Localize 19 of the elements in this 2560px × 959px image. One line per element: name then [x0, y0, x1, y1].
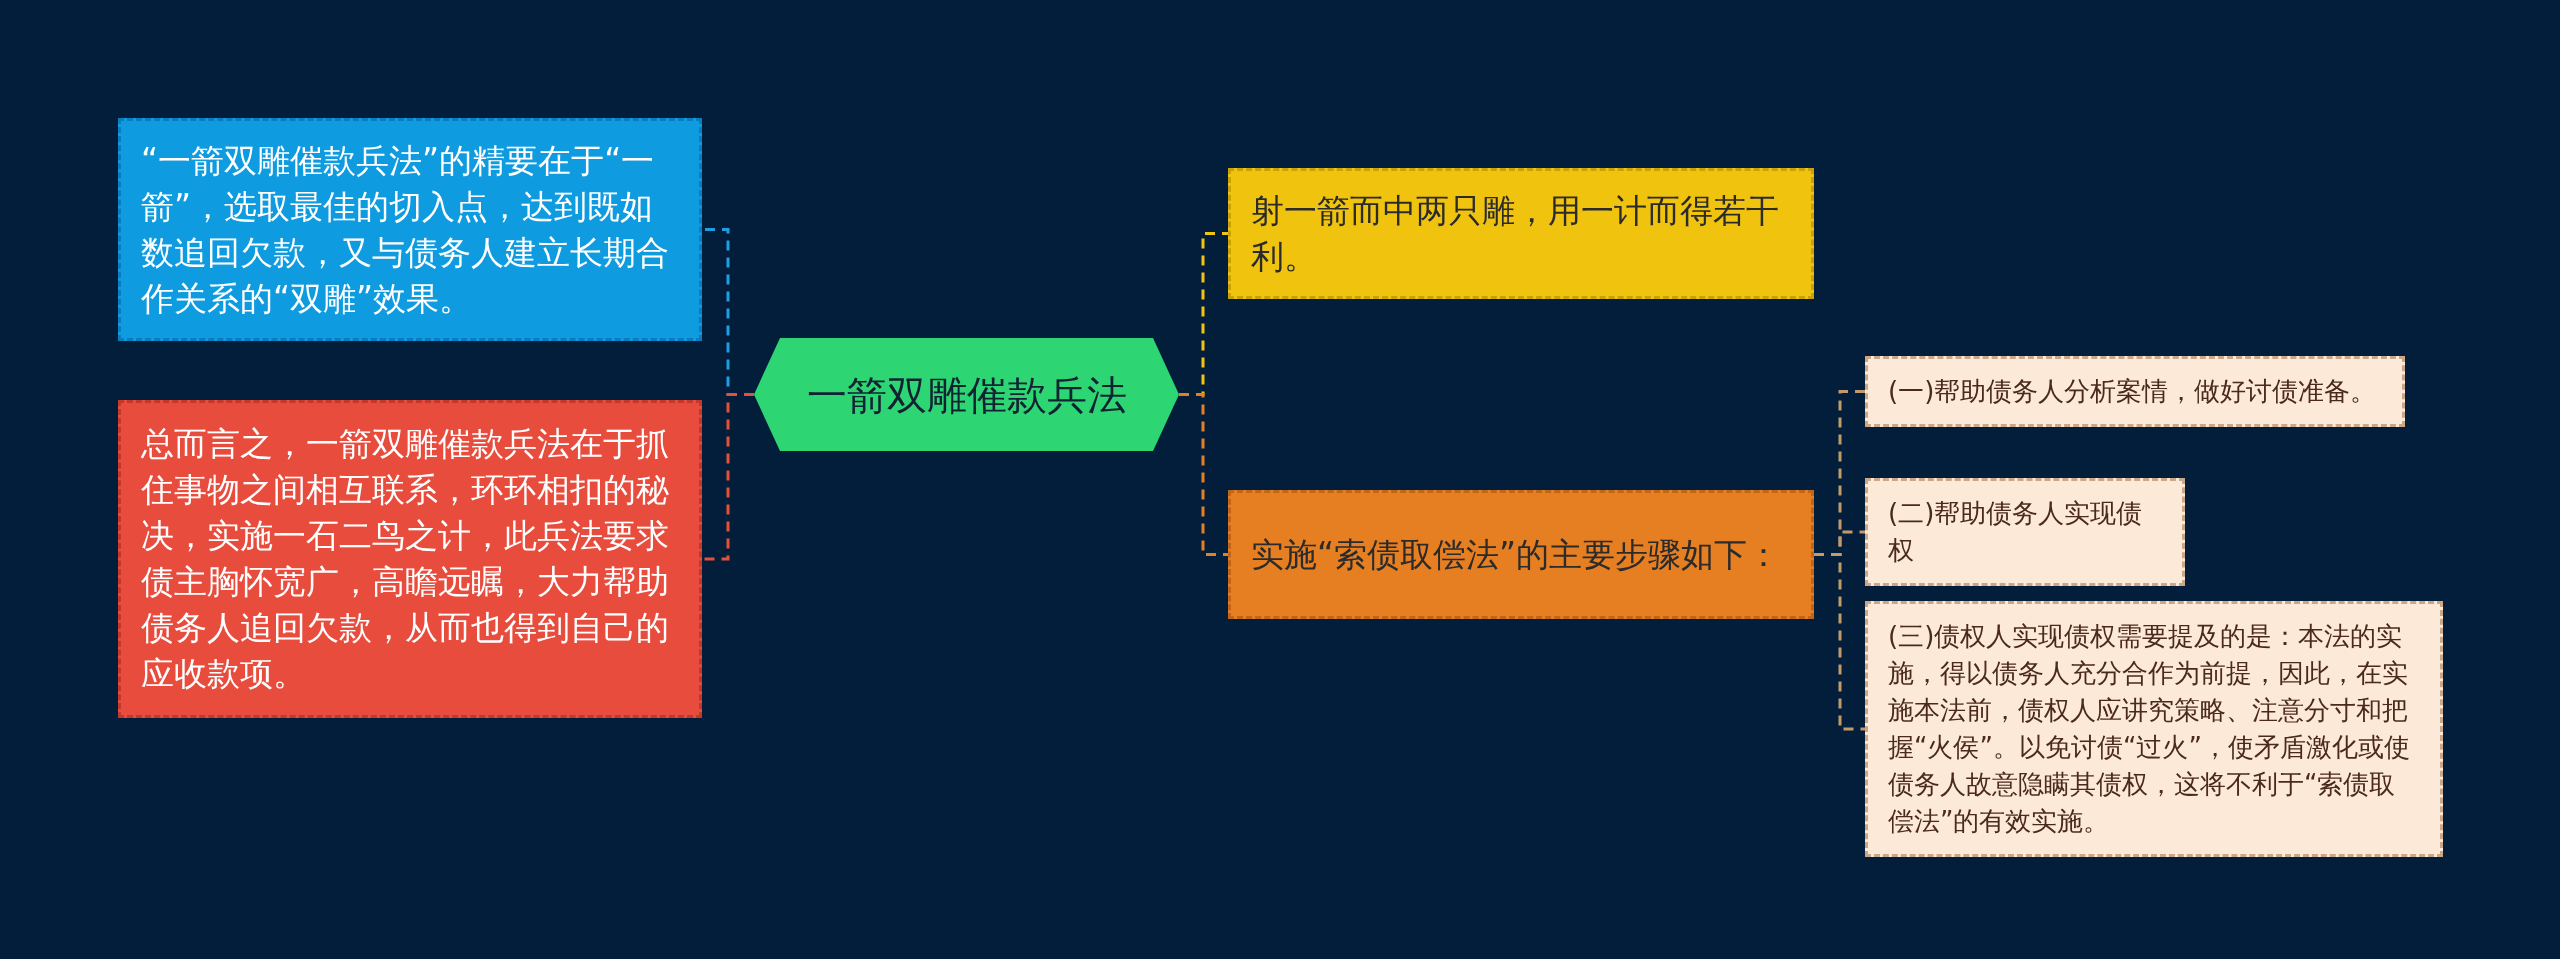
topic-box	[118, 400, 702, 718]
topic-text: 实施“索债取偿法”的主要步骤如下：	[1251, 533, 1781, 576]
topic-box	[1865, 356, 2405, 427]
topic-box	[118, 118, 702, 341]
topic-title: 一箭双雕催款兵法	[806, 370, 1127, 420]
topic-box	[1865, 478, 2185, 586]
connector-line	[702, 393, 754, 561]
topic-text: (一)帮助债务人分析案情，做好讨债准备。	[1888, 375, 2377, 408]
topic-box	[1228, 168, 1814, 299]
topic-text: 总而言之，一箭双雕催款兵法在于抓住事物之间相互联系，环环相扣的秘决，实施一石二鸟之计，此兵法要求债主胸怀宽广，高瞻远瞩，大力帮助债务人追回欠款，从而也得到自己的应收款项。	[141, 423, 670, 695]
topic-box	[1228, 490, 1814, 619]
connector-line	[1179, 393, 1228, 556]
topic-text: (三)债权人实现债权需要提及的是：本法的实施，得以债务人充分合作为前提，因此，在实施本法前，债权人应讲究策略、注意分寸和把握“火侯”。以免讨债“过火”，使矛盾激化或使债务人故意隐瞒其债权，这将不利于“索债取偿法”的有效实施。	[1888, 620, 2411, 838]
topic-text: 射一箭而中两只雕，用一计而得若干利。	[1251, 189, 1780, 278]
topic-box	[1865, 601, 2443, 857]
topic-text: “一箭双雕催款兵法”的精要在于“一箭”，选取最佳的切入点，达到既如数追回欠款，又与债务人建立长期合作关系的“双雕”效果。	[141, 139, 670, 320]
central-topic-hexagon	[754, 338, 1179, 451]
connector-line	[1814, 553, 1865, 731]
topic-text: (二)帮助债务人实现债权	[1888, 497, 2144, 567]
